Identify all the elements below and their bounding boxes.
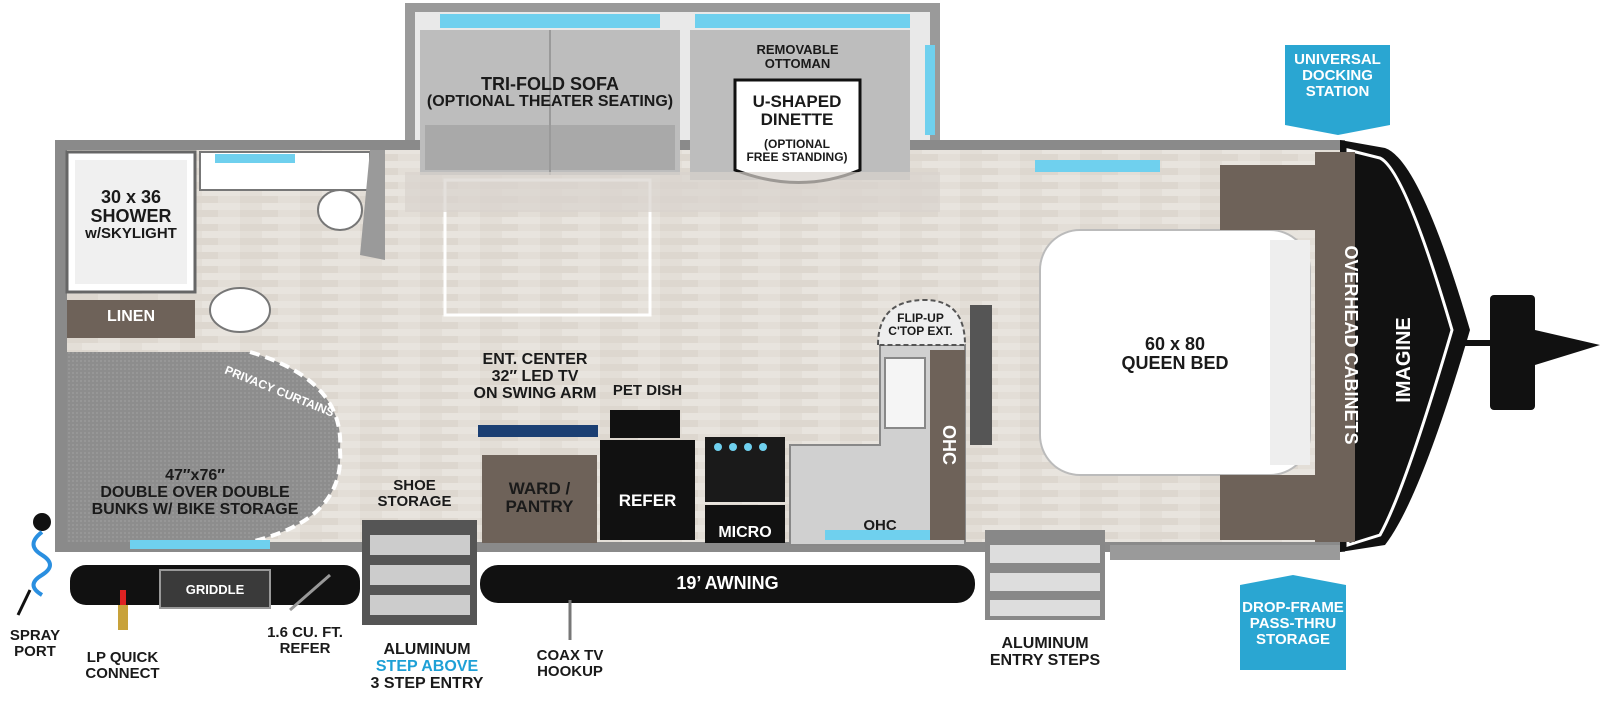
ward-pantry (482, 455, 597, 543)
awning-label: 19’ AWNING (676, 573, 779, 593)
front-cap (1340, 140, 1470, 552)
refer-label: REFER (618, 491, 677, 510)
spray-port (33, 513, 51, 531)
griddle (159, 569, 271, 609)
docking-badge-shape (1285, 45, 1390, 135)
awning (480, 565, 975, 603)
refrigerator (600, 440, 695, 540)
drop-frame-storage (1110, 545, 1340, 560)
ohc-kitchen-label: OHC (863, 517, 897, 534)
microwave (705, 505, 785, 543)
privacy-curtain-path (249, 350, 343, 544)
nightstand-top (1220, 165, 1315, 230)
mini-refer-label: 1.6 CU. FT.REFER (267, 624, 343, 657)
slide-window-1 (440, 14, 660, 28)
slide-window-3 (925, 45, 935, 135)
bed-window (1035, 160, 1160, 172)
overhead-cabinets-label: OVERHEAD CABINETS (1341, 245, 1361, 444)
kitchen-window (825, 530, 930, 540)
micro-label: MICRO (718, 524, 772, 541)
kitchen-sink (884, 357, 926, 429)
flip-up-ext (876, 298, 967, 346)
linen-cabinet (67, 300, 195, 338)
lp-connector (118, 605, 128, 630)
nightstand-bottom (1220, 475, 1315, 540)
pet-dish (610, 410, 680, 438)
ohc-side-label: OHC (939, 425, 959, 465)
docking-station-box (1490, 295, 1535, 410)
dropframe-badge-shape (1240, 575, 1346, 670)
ward-pantry-label: WARD /PANTRY (505, 479, 574, 516)
overhead-cabinets (1315, 152, 1355, 542)
griddle-label: GRIDDLE (185, 582, 245, 597)
toilet (209, 287, 271, 333)
pet-dish-label: PET DISH (612, 382, 683, 399)
trifold-sofa-label: TRI-FOLD SOFA(OPTIONAL THEATER SEATING) (426, 74, 674, 110)
bath-sink (317, 189, 363, 231)
tv (478, 425, 598, 437)
bath-window (215, 154, 295, 163)
linen-label: LINEN (107, 308, 155, 325)
brand-logo: IMAGINE (1393, 317, 1415, 403)
slide-window-2 (695, 14, 910, 28)
mini-refer-door (289, 573, 331, 612)
ohc-cabinet (930, 350, 965, 540)
bunk-window (130, 540, 270, 549)
bunks (67, 352, 341, 542)
